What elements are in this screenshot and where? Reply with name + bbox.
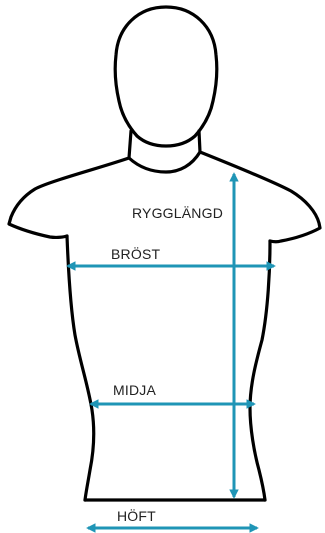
hip-label: HÖFT bbox=[117, 507, 156, 524]
mannequin-head bbox=[115, 7, 217, 146]
mannequin-collar bbox=[129, 152, 200, 172]
chest-label: BRÖST bbox=[111, 245, 160, 262]
mannequin-torso-left bbox=[67, 236, 94, 500]
mannequin-torso-right bbox=[250, 241, 270, 500]
waist-label: MIDJA bbox=[113, 382, 156, 398]
mannequin-neck-shoulders bbox=[9, 131, 131, 237]
mannequin-neck-right bbox=[199, 131, 320, 242]
back-length-label: RYGGLÄNGD bbox=[132, 205, 223, 221]
